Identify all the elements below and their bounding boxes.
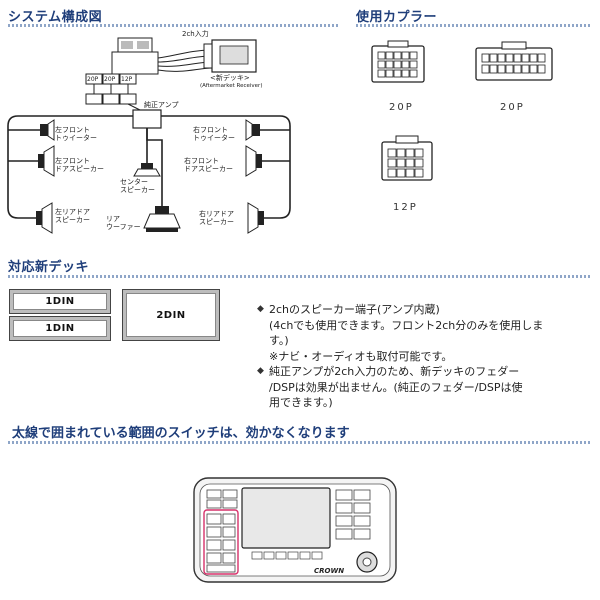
note-item: ◆ 2chのスピーカー端子(アンプ内蔵) (4chでも使用できます。フロント2c… [257,303,544,363]
title-rule [8,24,338,27]
label-left-rear-door: 左リアドアスピーカー [55,208,90,224]
right-rear-door-speaker-icon [247,202,264,234]
label-2ch-input: 2ch入力 [182,30,209,38]
coupler-label-20p-b: 20P [500,102,525,113]
compatibility-notes: ◆ 2chのスピーカー端子(アンプ内蔵) (4chでも使用できます。フロント2c… [257,302,592,411]
deck-2din: 2DIN [122,289,220,341]
label-right-front-tweeter: 右フロントトゥイーター [193,126,235,142]
dashboard-panel [193,477,397,583]
label-genuine-amp: 純正アンプ [144,101,179,109]
label-center-speaker: センタースピーカー [120,178,155,194]
deck-1din-a: 1DIN [9,289,111,314]
harness-connector-cluster [85,37,159,105]
new-deck-unit [203,39,257,73]
compatible-decks-title: 対応新デッキ [8,260,90,275]
left-tweeter-icon [40,119,55,141]
label-right-rear-door: 右リアドアスピーカー [199,210,234,226]
label-connector-12p: 12P [121,76,133,83]
coupler-20p-a-icon [371,40,425,83]
left-front-door-speaker-icon [38,145,55,177]
title-rule [8,441,592,444]
coupler-label-12p: 12P [393,202,418,213]
disabled-switch-area [203,509,239,575]
panel-brand-label: CROWN [314,567,345,575]
label-aftermarket-receiver: (Aftermarket Receiver) [200,83,263,89]
coupler-20p-b-icon [475,41,553,81]
switch-warning-title: 太線で囲まれている範囲のスイッチは、効かなくなります [12,426,350,441]
system-diagram-title: システム構成図 [8,10,103,25]
left-rear-door-speaker-icon [36,202,53,234]
coupler-title: 使用カプラー [356,10,438,25]
title-rule [8,275,592,278]
label-left-front-tweeter: 左フロントトゥイーター [55,126,97,142]
note-item: ◆ 純正アンプが2ch入力のため、新デッキのフェダー /DSPは効果が出ません。… [257,365,523,409]
label-rear-woofer: リアウーファー [106,215,141,231]
center-speaker-icon [133,163,161,177]
title-rule [356,24,592,27]
right-front-door-speaker-icon [245,145,262,177]
coupler-12p-icon [381,135,433,181]
deck-1din-b: 1DIN [9,316,111,341]
label-right-front-door: 右フロントドアスピーカー [184,157,233,173]
coupler-label-20p-a: 20P [389,102,414,113]
right-tweeter-icon [245,119,260,141]
label-connector-20p-b: 20P [104,76,116,83]
genuine-amp-box [127,103,162,129]
rear-woofer-icon [143,206,181,232]
label-new-deck: <新デッキ> [210,74,250,82]
label-left-front-door: 左フロントドアスピーカー [55,157,104,173]
label-connector-20p-a: 20P [87,76,99,83]
system-diagram [7,37,291,234]
